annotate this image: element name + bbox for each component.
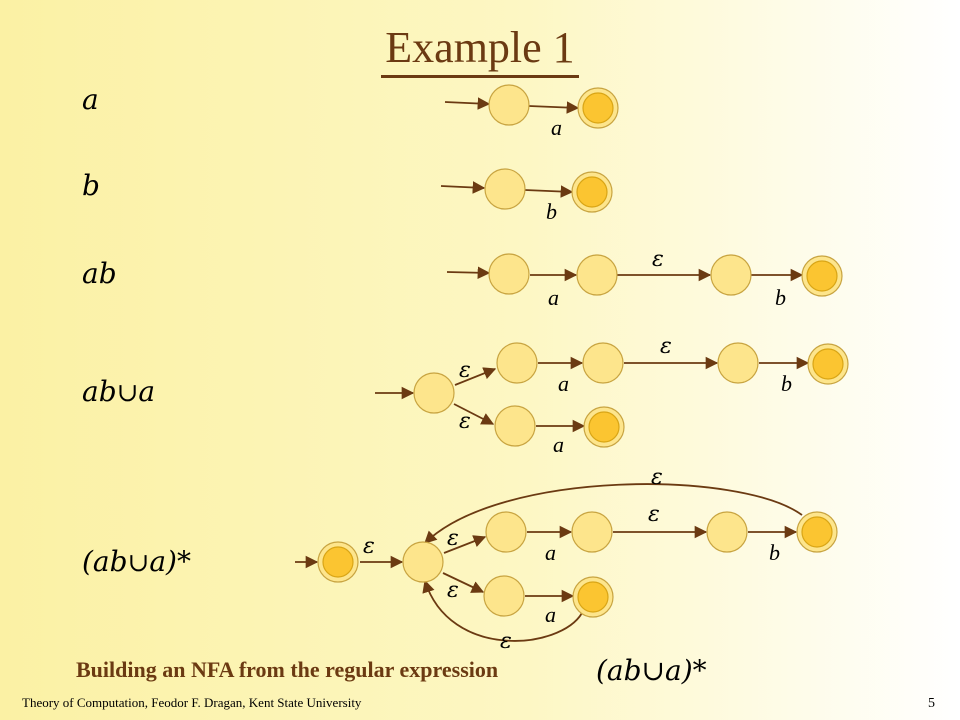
label-epsilon: ε xyxy=(500,629,512,654)
caption: Building an NFA from the regular express… xyxy=(76,657,499,682)
state xyxy=(494,405,536,447)
state xyxy=(483,575,525,617)
state xyxy=(710,254,752,296)
label-epsilon: ε xyxy=(651,465,663,490)
regex-ab-union-a-pre: ab xyxy=(82,375,117,408)
state xyxy=(485,511,527,553)
accept-state-inner xyxy=(801,516,833,548)
caption-expr-pre: (ab xyxy=(596,654,642,687)
accept-state-inner xyxy=(576,176,608,208)
edge-labels: a b a ε b ε ε a ε b a ε ε ε ε ε a b a ε xyxy=(363,115,792,654)
label-b: b xyxy=(775,285,786,310)
state xyxy=(496,342,538,384)
slide-title: Example 1 xyxy=(0,23,960,78)
transition-edge xyxy=(524,185,574,198)
label-b: b xyxy=(769,540,780,565)
label-epsilon: ε xyxy=(660,334,672,359)
union-symbol: ∪ xyxy=(127,548,150,578)
state xyxy=(717,342,759,384)
label-b: b xyxy=(781,371,792,396)
loop-back-edge xyxy=(422,579,583,642)
regex-ab-union-a: ab∪a xyxy=(82,375,156,408)
accept-state-inner xyxy=(812,348,844,380)
regex-a: a xyxy=(82,83,99,116)
label-a: a xyxy=(548,285,559,310)
accept-state-inner xyxy=(582,92,614,124)
accept-state-inner xyxy=(322,546,354,578)
transition-edge xyxy=(528,101,580,114)
state xyxy=(488,253,530,295)
regex-ab: ab xyxy=(82,257,117,290)
state xyxy=(576,254,618,296)
start-arrow xyxy=(440,181,486,194)
regex-star-pre: (ab xyxy=(82,545,128,578)
label-b: b xyxy=(546,199,557,224)
regex-star-post: a)* xyxy=(149,545,191,578)
accept-state-inner xyxy=(806,260,838,292)
start-arrow xyxy=(446,266,491,280)
state xyxy=(571,511,613,553)
state xyxy=(484,168,526,210)
transition-edge xyxy=(442,572,485,593)
label-a: a xyxy=(545,540,556,565)
state xyxy=(413,372,455,414)
state xyxy=(582,342,624,384)
union-symbol: ∪ xyxy=(116,378,139,408)
regex-ab-union-a-star: (ab∪a)* xyxy=(82,545,191,578)
slide-title-text: Example 1 xyxy=(381,23,579,78)
regex-b: b xyxy=(82,169,100,202)
transition-edge xyxy=(454,367,497,386)
label-a: a xyxy=(558,371,569,396)
label-epsilon: ε xyxy=(447,578,459,603)
state xyxy=(706,511,748,553)
nfa-states xyxy=(317,84,849,618)
union-symbol: ∪ xyxy=(641,654,666,687)
label-epsilon: ε xyxy=(652,247,664,272)
loop-back-edge xyxy=(424,483,803,544)
page-number: 5 xyxy=(928,696,935,711)
state xyxy=(488,84,530,126)
caption-expr-post: a)* xyxy=(665,654,707,687)
transition-edge xyxy=(453,403,495,425)
label-a: a xyxy=(545,602,556,627)
label-epsilon: ε xyxy=(447,526,459,551)
label-a: a xyxy=(551,115,562,140)
nfa-edges xyxy=(295,97,810,642)
regex-ab-union-a-post: a xyxy=(138,375,156,408)
start-arrow xyxy=(444,97,491,110)
state xyxy=(402,541,444,583)
label-epsilon: ε xyxy=(363,534,375,559)
accept-state-inner xyxy=(577,581,609,613)
label-epsilon: ε xyxy=(648,502,660,527)
transition-edge xyxy=(443,535,487,554)
label-epsilon: ε xyxy=(459,358,471,383)
footer-credit: Theory of Computation, Feodor F. Dragan,… xyxy=(22,695,362,710)
caption-expression: (ab∪a)* xyxy=(596,654,707,687)
label-epsilon: ε xyxy=(459,409,471,434)
label-a: a xyxy=(553,432,564,457)
accept-state-inner xyxy=(588,411,620,443)
